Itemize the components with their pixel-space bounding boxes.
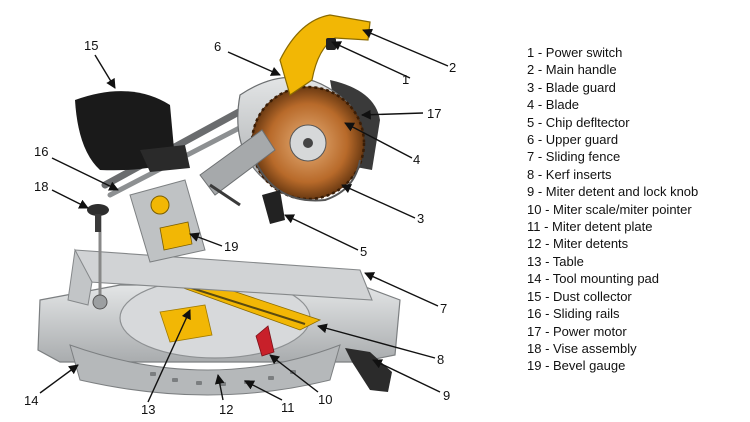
- callout-15: 15: [84, 38, 98, 53]
- saw-arm-support: [129, 179, 206, 263]
- leader-lines: [39, 28, 449, 403]
- legend-item: 7 - Sliding fence: [527, 149, 621, 165]
- parts-legend: 1 - Power switch 2 - Main handle 3 - Bla…: [527, 44, 698, 375]
- saw-illustration: [37, 14, 401, 396]
- callout-17: 17: [427, 106, 441, 121]
- chip-deflector: [262, 190, 285, 224]
- legend-item: 3 - Blade guard: [527, 79, 616, 95]
- legend-item: 12 - Miter detents: [527, 236, 629, 252]
- leader-19: [189, 232, 223, 247]
- callout-9: 9: [443, 388, 450, 403]
- callout-18: 18: [34, 179, 48, 194]
- leader-11: [244, 380, 283, 401]
- leader-13: [147, 309, 191, 403]
- legend-item: 9 - Miter detent and lock knob: [527, 184, 699, 200]
- legend-item: 5 - Chip defltector: [527, 114, 630, 130]
- callout-4: 4: [413, 152, 420, 167]
- leader-5: [284, 214, 359, 251]
- callout-1: 1: [402, 72, 409, 87]
- blade-guard: [254, 159, 361, 202]
- legend-item: 6 - Upper guard: [527, 132, 619, 148]
- callout-11: 11: [281, 400, 295, 415]
- leader-1: [331, 41, 411, 79]
- leader-12: [214, 374, 225, 401]
- leader-4: [344, 122, 413, 159]
- callout-14: 14: [24, 393, 38, 408]
- callout-7: 7: [440, 301, 447, 316]
- leader-8: [317, 323, 436, 359]
- callout-5: 5: [360, 244, 367, 259]
- callout-19: 19: [224, 239, 238, 254]
- leader-7: [364, 272, 439, 307]
- callout-16: 16: [34, 144, 48, 159]
- callout-13: 13: [141, 402, 155, 417]
- callout-2: 2: [449, 60, 456, 75]
- legend-item: 1 - Power switch: [527, 45, 623, 60]
- legend-item: 18 - Vise assembly: [527, 340, 637, 356]
- callout-10: 10: [318, 392, 332, 407]
- legend-item: 8 - Kerf inserts: [527, 166, 612, 182]
- callout-numbers: 1 2 3 4 5 6 7 8 9 10 11 12 13 14 15 16 1…: [24, 38, 456, 417]
- leader-2: [362, 28, 449, 67]
- leader-9: [372, 359, 441, 393]
- leader-3: [341, 184, 416, 219]
- main-handle: [279, 14, 371, 96]
- legend-item: 19 - Bevel gauge: [527, 358, 626, 374]
- legend-item: 2 - Main handle: [527, 62, 617, 78]
- leader-15: [94, 54, 116, 89]
- bevel-gauge: [159, 221, 193, 251]
- leader-17: [361, 109, 424, 120]
- leader-14: [39, 364, 79, 394]
- table-label: [159, 304, 213, 343]
- legend-item: 11 - Miter detent plate: [527, 219, 653, 235]
- miter-lock-knob: [345, 348, 392, 392]
- legend-item: 13 - Table: [527, 253, 584, 269]
- leader-18: [51, 189, 89, 209]
- callout-12: 12: [219, 402, 233, 417]
- callout-8: 8: [437, 352, 444, 367]
- legend-item: 10 - Miter scale/miter pointer: [527, 201, 692, 217]
- leader-10: [269, 354, 319, 393]
- legend-item: 15 - Dust collector: [527, 288, 632, 304]
- callout-3: 3: [417, 211, 424, 226]
- power-switch: [326, 38, 336, 50]
- legend-item: 17 - Power motor: [527, 323, 627, 339]
- legend-item: 14 - Tool mounting pad: [527, 271, 660, 287]
- leader-16: [51, 157, 119, 191]
- leader-6: [227, 51, 281, 76]
- miter-pointer: [255, 325, 275, 357]
- callout-6: 6: [214, 39, 221, 54]
- legend-item: 16 - Sliding rails: [527, 306, 620, 322]
- legend-item: 4 - Blade: [527, 97, 580, 113]
- vise-knob: [87, 204, 109, 216]
